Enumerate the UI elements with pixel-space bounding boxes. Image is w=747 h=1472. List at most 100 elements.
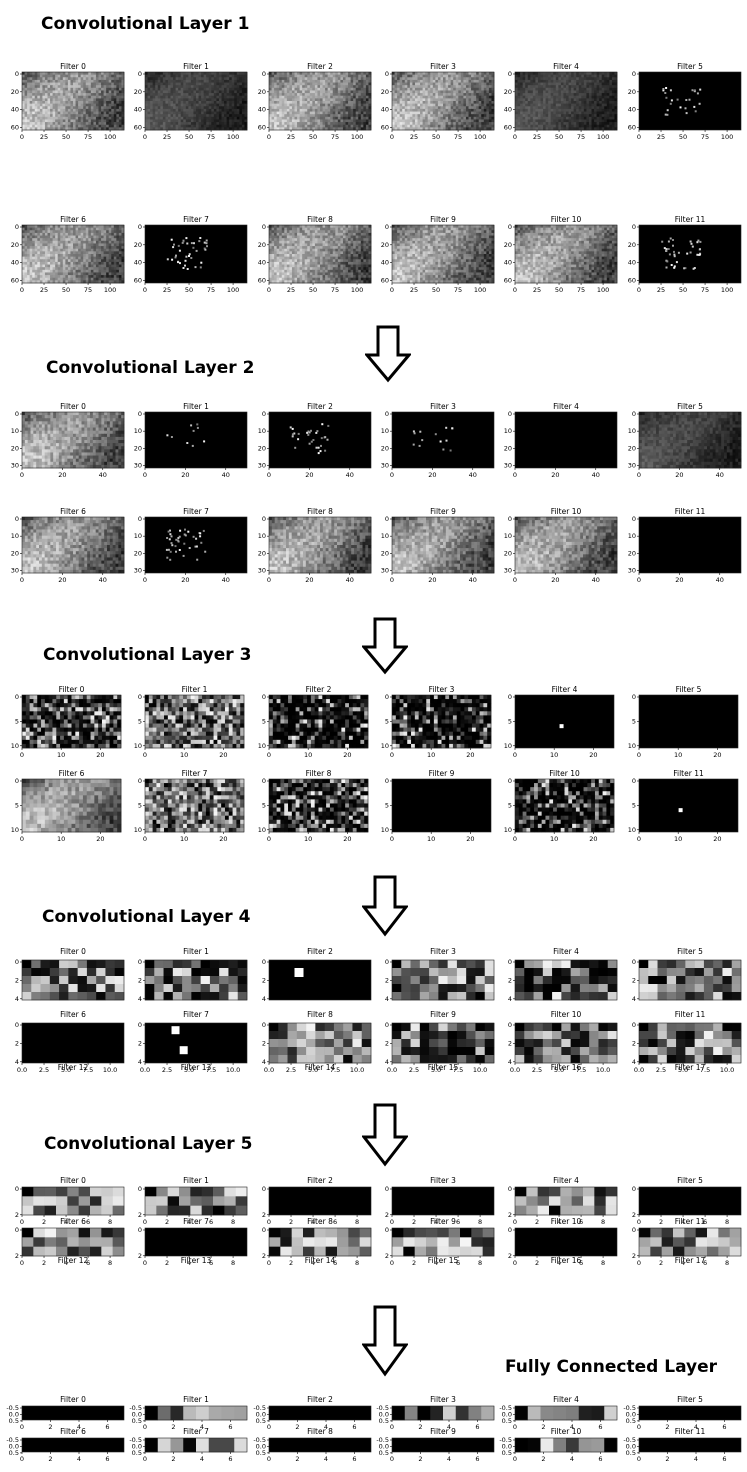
x-tick-label: 8 bbox=[108, 1259, 112, 1267]
panel-title: Filter 1 bbox=[183, 947, 209, 956]
panel-title: Filter 9 bbox=[430, 1427, 456, 1436]
feature-map bbox=[515, 517, 617, 573]
y-tick-label: 40 bbox=[628, 106, 636, 114]
x-tick-label: 50 bbox=[185, 133, 193, 141]
y-tick-label: 4 bbox=[15, 1058, 19, 1066]
feature-map bbox=[639, 779, 738, 832]
y-tick-label: 10 bbox=[11, 427, 19, 435]
x-tick-label: 75 bbox=[701, 133, 709, 141]
feature-map bbox=[392, 517, 494, 573]
y-tick-label: 2 bbox=[138, 1039, 142, 1047]
down-arrow-icon bbox=[362, 1305, 408, 1377]
x-tick-label: 8 bbox=[108, 1218, 112, 1226]
y-tick-label: 10 bbox=[11, 826, 19, 834]
y-tick-label: 0 bbox=[632, 1021, 636, 1029]
x-tick-label: 25 bbox=[657, 286, 665, 294]
y-tick-label: 4 bbox=[138, 1058, 142, 1066]
y-tick-label: 0.5 bbox=[626, 1417, 636, 1425]
x-tick-label: 2 bbox=[295, 1455, 299, 1463]
x-tick-label: 75 bbox=[207, 133, 215, 141]
feature-map bbox=[515, 695, 614, 748]
panel-title: Filter 11 bbox=[673, 769, 704, 778]
feature-map bbox=[515, 225, 617, 283]
x-tick-label: 4 bbox=[447, 1455, 451, 1463]
y-tick-label: 30 bbox=[134, 567, 142, 575]
y-tick-label: 5 bbox=[138, 801, 142, 809]
x-tick-label: 0 bbox=[637, 751, 641, 759]
panel-title: Filter 0 bbox=[60, 402, 86, 411]
feature-map bbox=[145, 72, 247, 130]
y-tick-label: 40 bbox=[134, 106, 142, 114]
x-tick-label: 2 bbox=[171, 1423, 175, 1431]
x-tick-label: 40 bbox=[346, 576, 354, 584]
y-tick-label: 5 bbox=[632, 801, 636, 809]
y-tick-label: 60 bbox=[381, 123, 389, 131]
panel-title: Filter 4 bbox=[553, 1176, 579, 1185]
feature-map bbox=[392, 779, 491, 832]
y-tick-label: 4 bbox=[508, 1058, 512, 1066]
panel-title: Filter 5 bbox=[677, 62, 703, 71]
x-tick-label: 6 bbox=[722, 1455, 726, 1463]
panel-title: Filter 8 bbox=[307, 215, 333, 224]
x-tick-label: 0 bbox=[143, 751, 147, 759]
y-tick-label: 20 bbox=[381, 549, 389, 557]
panel-title: Filter 4 bbox=[553, 402, 579, 411]
y-tick-label: 10 bbox=[258, 826, 266, 834]
feature-map bbox=[22, 1438, 124, 1452]
y-tick-label: 0 bbox=[138, 693, 142, 701]
feature-map bbox=[22, 412, 124, 468]
feature-map bbox=[639, 225, 741, 283]
panel-title: Filter 9 bbox=[430, 215, 456, 224]
x-tick-label: 6 bbox=[722, 1423, 726, 1431]
feature-map bbox=[639, 1406, 741, 1420]
x-tick-label: 0.0 bbox=[510, 1066, 520, 1074]
y-tick-label: 0 bbox=[15, 223, 19, 231]
y-tick-label: 2 bbox=[15, 1252, 19, 1260]
y-tick-label: 0 bbox=[385, 515, 389, 523]
x-tick-label: 2 bbox=[42, 1259, 46, 1267]
x-tick-label: 50 bbox=[679, 133, 687, 141]
x-tick-label: 0 bbox=[390, 1455, 394, 1463]
panel-title: Filter 11 bbox=[675, 1427, 706, 1436]
y-tick-label: 0 bbox=[15, 410, 19, 418]
y-tick-label: 10 bbox=[504, 826, 512, 834]
y-tick-label: 0 bbox=[138, 223, 142, 231]
y-tick-label: 10 bbox=[628, 427, 636, 435]
x-tick-label: 6 bbox=[352, 1455, 356, 1463]
y-tick-label: 30 bbox=[381, 567, 389, 575]
feature-map bbox=[515, 1023, 617, 1063]
y-tick-label: 0 bbox=[262, 1185, 266, 1193]
y-tick-label: 0 bbox=[385, 1185, 389, 1193]
panel-title: Filter 3 bbox=[430, 1176, 456, 1185]
panel-title: Filter 2 bbox=[307, 62, 333, 71]
panel-title: Filter 2 bbox=[306, 685, 332, 694]
panel-title: Filter 7 bbox=[182, 769, 208, 778]
y-tick-label: 20 bbox=[628, 444, 636, 452]
y-tick-label: 10 bbox=[258, 427, 266, 435]
x-tick-label: 10 bbox=[550, 751, 558, 759]
x-tick-label: 10 bbox=[57, 751, 65, 759]
x-tick-label: 25 bbox=[287, 133, 295, 141]
layer4-title: Convolutional Layer 4 bbox=[42, 907, 250, 927]
feature-map bbox=[145, 960, 247, 1000]
panel-title: Filter 11 bbox=[675, 1217, 706, 1226]
x-tick-label: 0 bbox=[637, 471, 641, 479]
feature-map bbox=[269, 1023, 371, 1063]
x-tick-label: 6 bbox=[598, 1423, 602, 1431]
y-tick-label: 0 bbox=[138, 1226, 142, 1234]
layer1-title: Convolutional Layer 1 bbox=[41, 14, 249, 34]
y-tick-label: 0 bbox=[385, 693, 389, 701]
y-tick-label: 0 bbox=[508, 1185, 512, 1193]
panel-title: Filter 10 bbox=[551, 215, 582, 224]
panel-title: Filter 5 bbox=[677, 402, 703, 411]
x-tick-label: 0 bbox=[390, 471, 394, 479]
x-tick-label: 0 bbox=[390, 286, 394, 294]
feature-map bbox=[515, 72, 617, 130]
y-tick-label: 10 bbox=[134, 742, 142, 750]
x-tick-label: 20 bbox=[305, 576, 313, 584]
y-tick-label: 60 bbox=[381, 276, 389, 284]
y-tick-label: 0 bbox=[508, 1021, 512, 1029]
feature-map bbox=[145, 225, 247, 283]
feature-map bbox=[515, 412, 617, 468]
y-tick-label: 5 bbox=[508, 717, 512, 725]
